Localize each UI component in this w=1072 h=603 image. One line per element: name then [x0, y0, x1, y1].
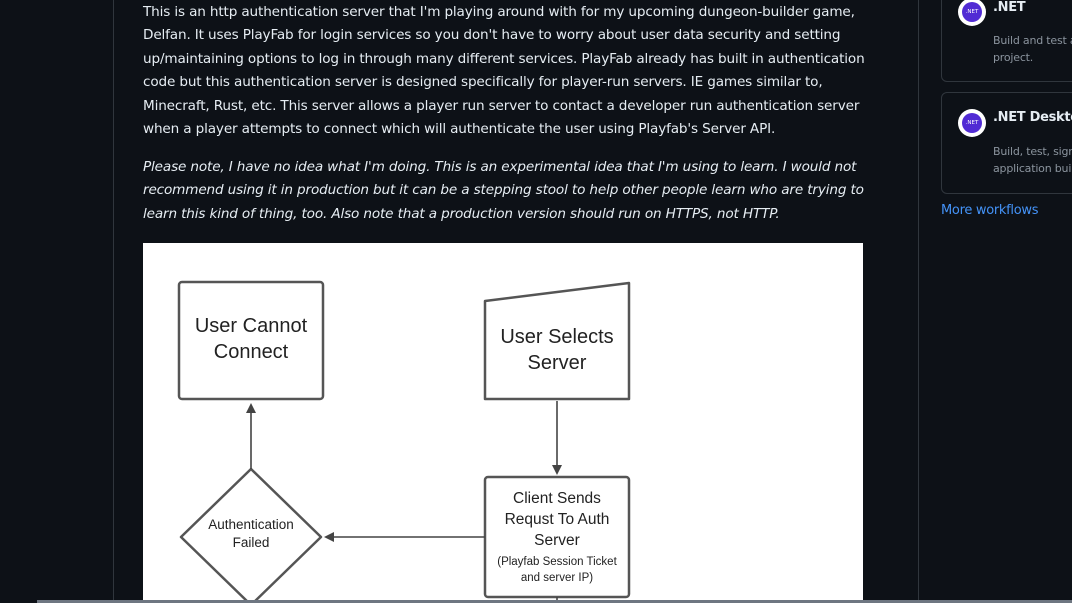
node-user-cannot-connect-line-1: User Cannot — [195, 315, 308, 337]
workflow-description: Build, test, sign a application built — [993, 145, 1072, 175]
node-client-sends-note-2: and server IP) — [521, 572, 593, 584]
workflow-title[interactable]: .NET — [993, 0, 1026, 15]
workflow-card-dotnet[interactable]: .NET .NET Build and test a .NET project. — [941, 0, 1072, 82]
node-client-sends-line-1: Client Sends — [513, 490, 601, 507]
more-workflows-link[interactable]: More workflows — [941, 203, 1039, 218]
node-authentication-failed: Authentication Failed — [179, 467, 323, 603]
node-client-sends-request: Client Sends Requst To Auth Server (Play… — [483, 475, 631, 599]
flow-diagram-image: User Cannot Connect User Selects Server … — [143, 243, 863, 603]
workflow-card-dotnet-desktop[interactable]: .NET .NET Desktop Build, test, sign a ap… — [941, 92, 1072, 194]
node-auth-failed-line-2: Failed — [233, 535, 270, 550]
node-user-selects-server-line-1: User Selects — [500, 326, 613, 348]
node-client-sends-note-1: (Playfab Session Ticket — [497, 556, 617, 568]
node-client-sends-line-2: Requst To Auth — [505, 511, 610, 528]
workflows-sidebar: .NET .NET Build and test a .NET project.… — [920, 0, 1072, 603]
workflow-title[interactable]: .NET Desktop — [993, 110, 1072, 125]
node-auth-failed-line-1: Authentication — [208, 517, 294, 532]
node-user-selects-server: User Selects Server — [483, 281, 631, 401]
node-user-selects-server-line-2: Server — [528, 352, 587, 374]
workflow-description: Build and test a .NET project. — [993, 34, 1072, 64]
node-user-cannot-connect: User Cannot Connect — [177, 280, 325, 401]
dotnet-icon: .NET — [958, 0, 986, 26]
readme-paragraph-note: Please note, I have no idea what I'm doi… — [143, 159, 864, 222]
horizontal-scrollbar[interactable] — [37, 600, 1072, 603]
readme-paragraph-intro: This is an http authentication server th… — [143, 4, 865, 138]
node-user-cannot-connect-line-2: Connect — [214, 341, 289, 363]
dotnet-icon: .NET — [958, 109, 986, 137]
node-client-sends-line-3: Server — [534, 532, 580, 549]
